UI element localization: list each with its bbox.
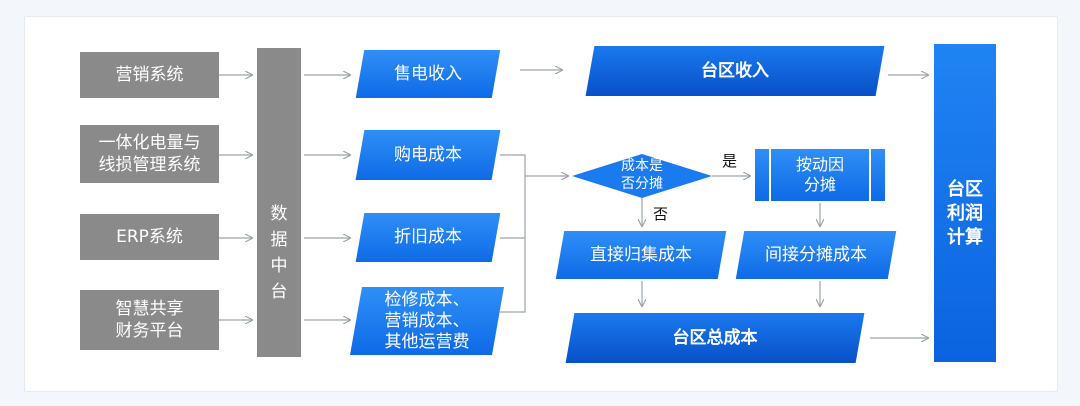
district-profit-calc: 台区 利润 计算 bbox=[934, 44, 996, 362]
decision-label: 成本是 否分摊 bbox=[621, 158, 663, 192]
purchase-cost-box: 购电成本 bbox=[355, 130, 501, 180]
source-power-loss-system: 一体化电量与 线损管理系统 bbox=[80, 125, 219, 183]
yes-label: 是 bbox=[722, 152, 738, 170]
platform-char-2: 据 bbox=[270, 230, 288, 250]
sales-income-box: 售电收入 bbox=[355, 50, 501, 98]
source-erp-system: ERP系统 bbox=[80, 214, 219, 260]
platform-char-3: 中 bbox=[270, 256, 288, 276]
direct-cost-box: 直接归集成本 bbox=[555, 231, 727, 279]
other-costs-box: 检修成本、 营销成本、 其他运营费 bbox=[350, 287, 504, 355]
platform-char-4: 台 bbox=[270, 282, 288, 302]
platform-char-1: 数 bbox=[270, 204, 288, 224]
profit-line-1: 台区 bbox=[947, 179, 983, 200]
alloc-left-bar bbox=[769, 149, 771, 201]
data-platform: 数 据 中 台 bbox=[257, 48, 301, 357]
no-label: 否 bbox=[653, 205, 669, 223]
source-marketing-system: 营销系统 bbox=[80, 52, 219, 98]
decision-diamond bbox=[572, 154, 712, 198]
source-finance-platform: 智慧共享 财务平台 bbox=[80, 290, 219, 350]
allocate-by-driver-box: 按动因 分摊 bbox=[755, 149, 885, 201]
profit-line-2: 利润 bbox=[947, 203, 983, 224]
district-total-cost-box: 台区总成本 bbox=[565, 313, 865, 363]
depreciation-cost-box: 折旧成本 bbox=[355, 213, 501, 262]
alloc-right-bar bbox=[869, 149, 871, 201]
profit-line-3: 计算 bbox=[947, 227, 983, 248]
merge-bracket bbox=[500, 154, 526, 313]
district-income-box: 台区收入 bbox=[585, 46, 885, 96]
indirect-cost-box: 间接分摊成本 bbox=[735, 231, 897, 279]
